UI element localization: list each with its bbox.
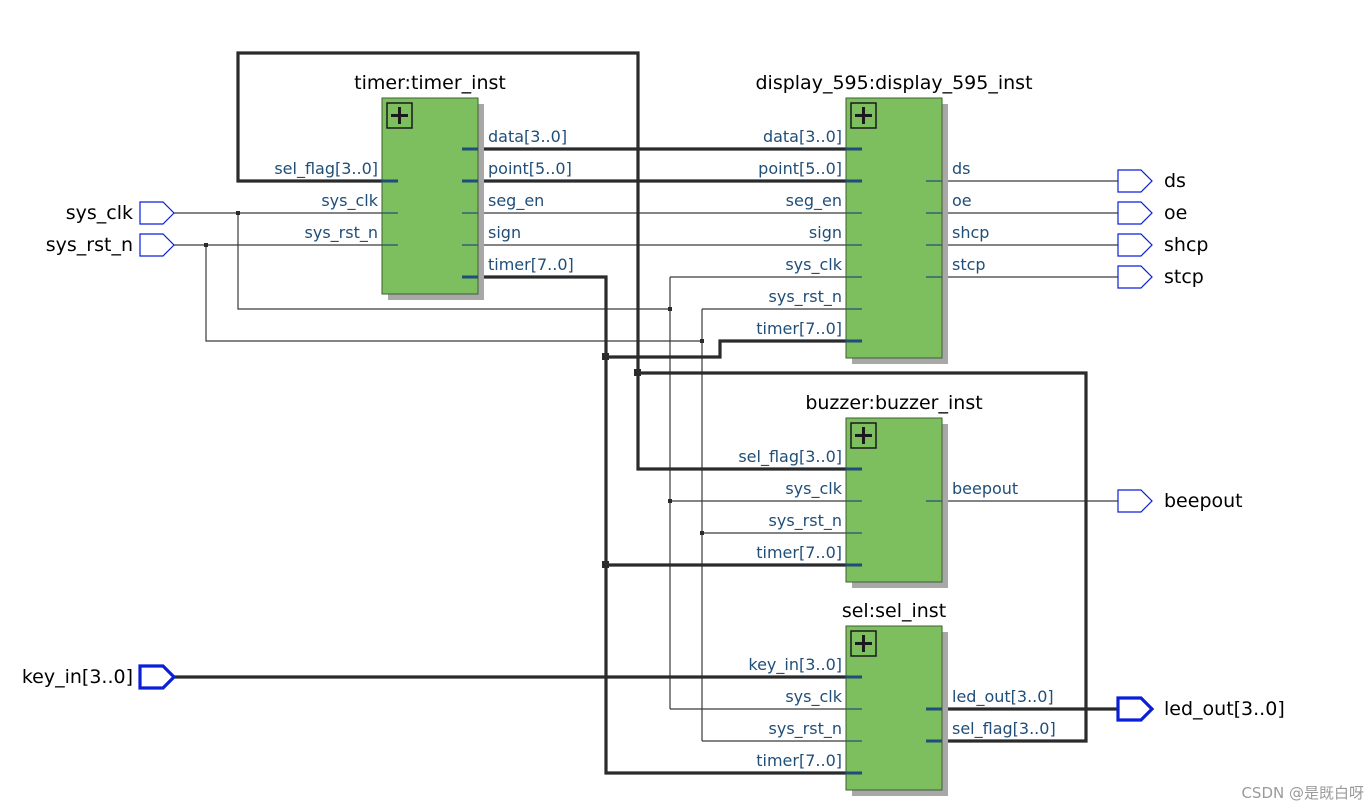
port-label: point[5..0] <box>758 159 842 178</box>
port-label: sys_rst_n <box>769 511 842 531</box>
output-pin-icon <box>1117 265 1153 289</box>
output-pin-shcp[interactable]: shcp <box>1117 233 1208 257</box>
input-pin-label: key_in[3..0] <box>22 666 133 688</box>
output-pin-led-out[interactable]: led_out[3..0] <box>1116 696 1285 722</box>
port-label: sys_clk <box>785 479 842 499</box>
sel-block[interactable]: sel:sel_inst key_in[3..0] sys_clk sys_rs… <box>748 600 1056 796</box>
bus-sel-flag-timer <box>236 51 640 373</box>
port-label: sys_clk <box>785 255 842 275</box>
junction-dot <box>236 211 240 215</box>
buzzer-block[interactable]: buzzer:buzzer_inst sel_flag[3..0] sys_cl… <box>738 392 1018 588</box>
port-label: seg_en <box>488 191 544 211</box>
output-pin-icon <box>1117 489 1153 513</box>
output-pin-label: led_out[3..0] <box>1164 698 1285 720</box>
display-block-title: display_595:display_595_inst <box>755 72 1032 94</box>
output-pin-label: stcp <box>1164 266 1204 288</box>
port-label: timer[7..0] <box>488 255 574 274</box>
output-pin-oe[interactable]: oe <box>1117 201 1187 225</box>
output-pin-ds[interactable]: ds <box>1117 169 1186 193</box>
input-pin-sys-clk[interactable]: sys_clk <box>66 201 175 225</box>
port-label: data[3..0] <box>488 127 567 146</box>
port-label: sys_clk <box>321 191 378 211</box>
port-label: timer[7..0] <box>756 543 842 562</box>
display-block[interactable]: display_595:display_595_inst data[3..0] … <box>755 72 1033 364</box>
junction-dot <box>700 339 704 343</box>
port-label: oe <box>952 191 972 210</box>
port-label: stcp <box>952 255 986 274</box>
bus-timer-display <box>606 339 862 359</box>
port-label: timer[7..0] <box>756 319 842 338</box>
expand-plus-icon[interactable] <box>850 422 877 449</box>
port-label: sys_rst_n <box>305 223 378 243</box>
output-pin-icon <box>1116 696 1155 722</box>
output-pin-label: beepout <box>1164 490 1243 512</box>
buzzer-block-title: buzzer:buzzer_inst <box>805 392 982 414</box>
input-pin-icon <box>139 201 175 225</box>
bus-timer <box>462 275 862 775</box>
port-label: sys_rst_n <box>769 719 842 739</box>
junction-dot <box>668 307 672 311</box>
expand-plus-icon[interactable] <box>850 102 877 129</box>
output-pin-beepout[interactable]: beepout <box>1117 489 1243 513</box>
output-pin-label: shcp <box>1164 234 1208 256</box>
port-label: point[5..0] <box>488 159 572 178</box>
watermark: CSDN @是既白呀 <box>1241 784 1364 802</box>
input-pin-sys-rst-n[interactable]: sys_rst_n <box>46 233 175 257</box>
output-pin-icon <box>1117 169 1153 193</box>
output-pin-icon <box>1117 201 1153 225</box>
port-label: led_out[3..0] <box>952 687 1054 707</box>
input-pin-icon <box>139 233 175 257</box>
port-label: sel_flag[3..0] <box>738 447 842 467</box>
expand-plus-icon[interactable] <box>386 102 413 129</box>
display-block-body <box>845 97 943 359</box>
port-label: timer[7..0] <box>756 751 842 770</box>
port-label: beepout <box>952 479 1018 498</box>
timer-block-title: timer:timer_inst <box>354 72 506 94</box>
junction-dot <box>634 369 641 376</box>
junction-dot <box>602 353 609 360</box>
port-label: sys_rst_n <box>769 287 842 307</box>
input-pin-icon <box>138 664 177 690</box>
timer-block-body <box>381 97 479 295</box>
junction-dot <box>602 561 609 568</box>
port-label: key_in[3..0] <box>748 655 842 675</box>
sel-block-title: sel:sel_inst <box>842 600 946 622</box>
output-pin-stcp[interactable]: stcp <box>1117 265 1204 289</box>
port-label: sel_flag[3..0] <box>274 159 378 179</box>
output-pin-icon <box>1117 233 1153 257</box>
junction-dot <box>204 243 208 247</box>
output-pin-label: ds <box>1164 170 1186 192</box>
port-label: sign <box>809 223 842 242</box>
timer-block[interactable]: timer:timer_inst sel_flag[3..0] sys_clk … <box>274 72 574 300</box>
port-label: ds <box>952 159 971 178</box>
expand-plus-icon[interactable] <box>850 630 877 657</box>
port-label: sign <box>488 223 521 242</box>
input-pin-label: sys_rst_n <box>46 234 133 256</box>
bus-sel-flag-return <box>638 371 1088 743</box>
output-pin-label: oe <box>1164 202 1187 224</box>
wires-layer <box>174 51 1118 775</box>
net-sys-rst-n-branch <box>205 245 702 342</box>
port-label: data[3..0] <box>763 127 842 146</box>
port-label: sys_clk <box>785 687 842 707</box>
input-pin-label: sys_clk <box>66 202 133 224</box>
port-label: shcp <box>952 223 989 242</box>
junction-dot <box>700 531 704 535</box>
bus-sel-flag-buzzer <box>636 373 862 471</box>
port-label: sel_flag[3..0] <box>952 719 1056 739</box>
port-label: seg_en <box>786 191 842 211</box>
input-pin-key-in[interactable]: key_in[3..0] <box>22 664 177 690</box>
junction-dot <box>668 499 672 503</box>
